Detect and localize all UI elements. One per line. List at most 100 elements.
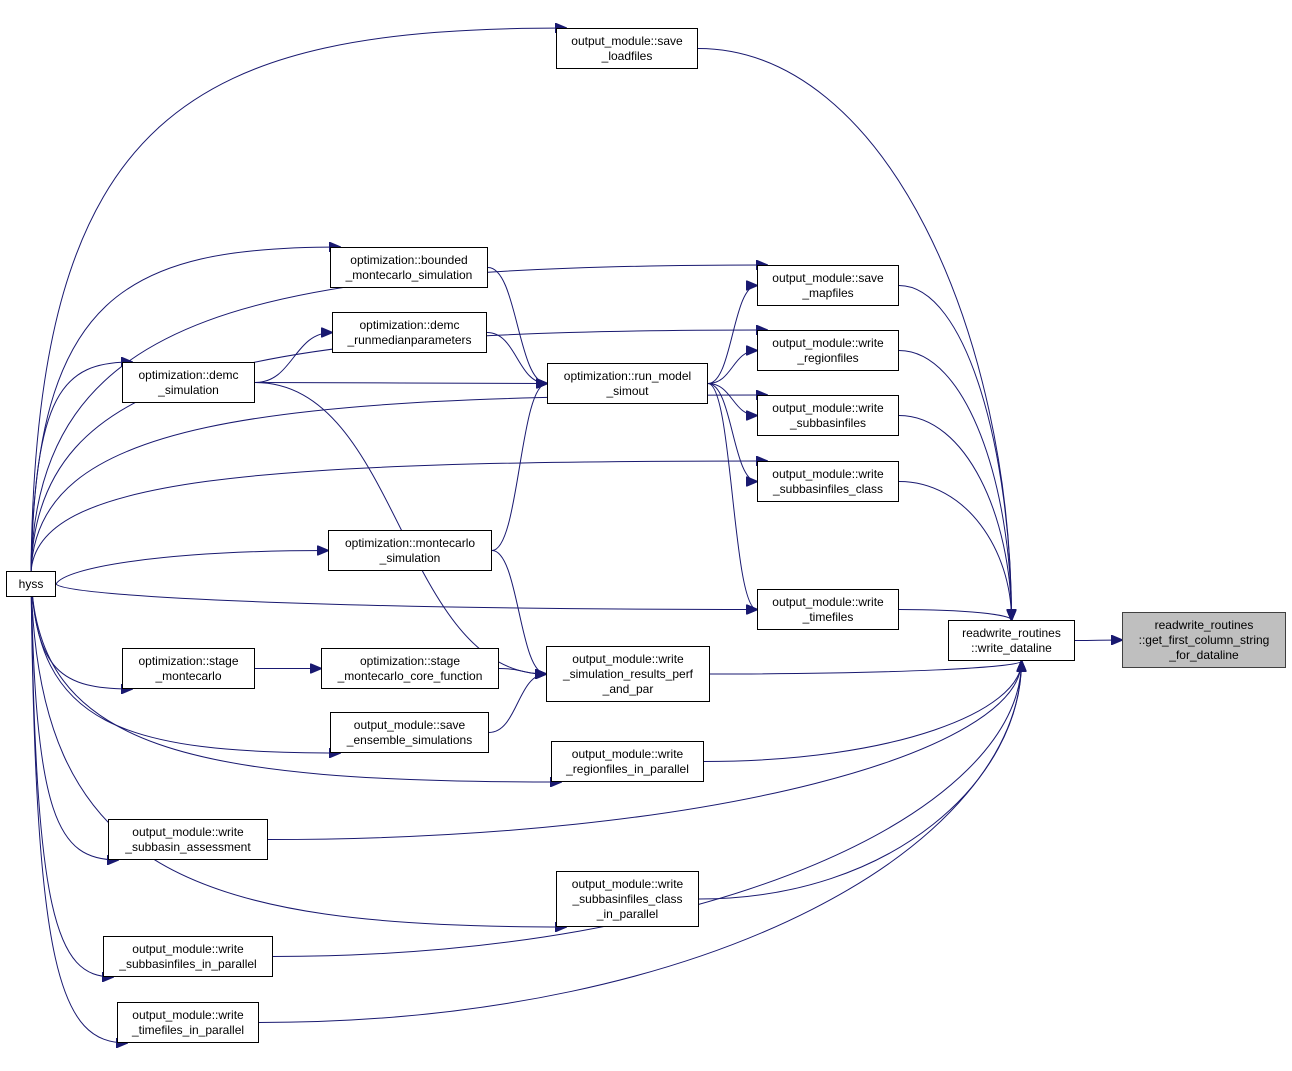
node-write-timefiles-in-parallel[interactable]: output_module::write _timefiles_in_paral… — [117, 1002, 259, 1043]
node-label-line: _montecarlo — [155, 668, 222, 683]
node-label-line: optimization::bounded — [350, 252, 468, 267]
edge-hyss-to-write_subbasinfiles_class_par — [30, 572, 566, 927]
edge-montecarlo_sim-to-run_model_simout — [491, 384, 547, 551]
edge-demc_simulation-to-demc_runmedian — [254, 333, 332, 383]
node-label-line: optimization::stage — [359, 653, 461, 668]
node-demc-runmedianparameters[interactable]: optimization::demc _runmedianparameters — [332, 312, 487, 353]
node-label-line: output_module::write — [772, 400, 884, 415]
node-label-line: ::get_first_column_string — [1138, 632, 1270, 647]
edge-write_subbasin_assessment-to-write_dataline — [267, 661, 1022, 840]
node-label-line: _simulation — [379, 550, 441, 565]
node-label-line: output_module::write — [571, 876, 684, 891]
edge-run_model_simout-to-write_timefiles — [707, 383, 757, 610]
node-label-line: _montecarlo_simulation — [345, 267, 473, 282]
node-write-regionfiles[interactable]: output_module::write _regionfiles — [757, 330, 899, 371]
node-label-line: _mapfiles — [802, 285, 854, 300]
node-label-line: optimization::stage — [138, 653, 239, 668]
node-label-line: _in_parallel — [596, 906, 659, 921]
edge-save_ensemble-to-write_sim_results — [488, 674, 546, 733]
node-run-model-simout[interactable]: optimization::run_model _simout — [547, 363, 708, 404]
edge-hyss-to-save_ensemble — [30, 572, 340, 753]
edge-hyss-to-write_timefiles — [55, 583, 757, 610]
edge-demc_runmedian-to-run_model_simout — [486, 332, 547, 384]
node-label-line: _timefiles_in_parallel — [131, 1022, 245, 1037]
node-write-regionfiles-in-parallel[interactable]: output_module::write _regionfiles_in_par… — [551, 741, 704, 782]
node-label-line: _ensemble_simulations — [346, 732, 473, 747]
node-montecarlo-simulation[interactable]: optimization::montecarlo _simulation — [328, 530, 492, 571]
node-label-line: output_module::write — [772, 335, 884, 350]
node-label-line: output_module::write — [132, 824, 244, 839]
node-write-subbasinfiles-class[interactable]: output_module::write _subbasinfiles_clas… — [757, 461, 899, 502]
edge-montecarlo_sim-to-write_sim_results — [491, 550, 546, 675]
edge-write_timefiles_par-to-write_dataline — [258, 661, 1022, 1023]
node-write-subbasin-assessment[interactable]: output_module::write _subbasin_assessmen… — [108, 819, 268, 860]
node-bounded-montecarlo-simulation[interactable]: optimization::bounded _montecarlo_simula… — [330, 247, 488, 288]
node-save-mapfiles[interactable]: output_module::save _mapfiles — [757, 265, 899, 306]
node-label-line: _simout — [606, 383, 649, 398]
node-label-line: _loadfiles — [601, 48, 653, 63]
edge-save_mapfiles-to-write_dataline — [898, 285, 1012, 621]
node-label-line: output_module::write — [571, 746, 684, 761]
edge-hyss-to-write_subbasinfiles_par — [30, 572, 113, 977]
node-save-ensemble-simulations[interactable]: output_module::save _ensemble_simulation… — [330, 712, 489, 753]
node-demc-simulation[interactable]: optimization::demc _simulation — [122, 362, 255, 403]
edge-write_regionfiles-to-write_dataline — [898, 350, 1012, 621]
node-write-timefiles[interactable]: output_module::write _timefiles — [757, 589, 899, 630]
node-label-line: output_module::save — [772, 270, 884, 285]
edge-write_subbasinfiles-to-write_dataline — [898, 415, 1012, 621]
node-label-line: output_module::write — [132, 941, 244, 956]
node-save-loadfiles[interactable]: output_module::save _loadfiles — [556, 28, 698, 69]
node-label-line: output_module::write — [572, 651, 684, 666]
node-stage-montecarlo[interactable]: optimization::stage _montecarlo — [122, 648, 255, 689]
node-label-line: optimization::demc — [138, 367, 239, 382]
node-label-line: _timefiles — [802, 609, 854, 624]
node-label-line: _regionfiles — [797, 350, 859, 365]
node-label-line: optimization::demc — [359, 317, 460, 332]
edge-write_timefiles-to-write_dataline — [898, 610, 1012, 621]
edge-hyss-to-demc_simulation — [30, 362, 132, 574]
edge-write_subbasinfiles_class-to-write_dataline — [898, 481, 1012, 621]
edge-hyss-to-write_subbasin_assessment — [30, 572, 118, 860]
node-label-line: hyss — [18, 576, 44, 591]
node-label-line: output_module::write — [772, 594, 884, 609]
edge-write_dataline-to-get_first_column — [1074, 640, 1122, 641]
node-write-dataline[interactable]: readwrite_routines ::write_dataline — [948, 620, 1075, 661]
node-write-simulation-results-perf-and-par[interactable]: output_module::write _simulation_results… — [546, 646, 710, 702]
edge-hyss-to-save_mapfiles — [30, 265, 767, 574]
edge-write_regionfiles_par-to-write_dataline — [703, 661, 1022, 762]
node-label-line: _runmedianparameters — [347, 332, 472, 347]
node-label-line: ::write_dataline — [971, 640, 1052, 655]
edge-demc_simulation-to-write_sim_results — [254, 382, 546, 675]
edge-hyss-to-save_loadfiles — [30, 28, 566, 574]
node-label-line: _regionfiles_in_parallel — [566, 761, 689, 776]
node-stage-montecarlo-core-function[interactable]: optimization::stage _montecarlo_core_fun… — [321, 648, 499, 689]
node-label-line: optimization::montecarlo — [344, 535, 476, 550]
edge-bounded_mc-to-run_model_simout — [487, 267, 547, 384]
node-write-subbasinfiles-class-in-parallel[interactable]: output_module::write _subbasinfiles_clas… — [556, 871, 699, 927]
node-label-line: readwrite_routines — [962, 625, 1061, 640]
edge-demc_simulation-to-run_model_simout — [254, 383, 547, 384]
edge-hyss-to-bounded_mc — [30, 247, 340, 574]
node-label-line: output_module::save — [571, 33, 683, 48]
node-label-line: _montecarlo_core_function — [337, 668, 483, 683]
node-write-subbasinfiles-in-parallel[interactable]: output_module::write _subbasinfiles_in_p… — [103, 936, 273, 977]
edge-hyss-to-write_subbasinfiles_class — [30, 461, 767, 574]
node-label-line: output_module::save — [353, 717, 466, 732]
node-label-line: _for_dataline — [1169, 647, 1239, 662]
node-label-line: _subbasinfiles_class — [572, 891, 683, 906]
edge-write_subbasinfiles_par-to-write_dataline — [272, 661, 1022, 957]
edge-hyss-to-write_timefiles_par — [30, 572, 127, 1043]
node-write-subbasinfiles[interactable]: output_module::write _subbasinfiles — [757, 395, 899, 436]
node-hyss[interactable]: hyss — [6, 571, 56, 597]
node-label-line: _subbasinfiles_class — [772, 481, 884, 496]
node-label-line: _subbasin_assessment — [125, 839, 251, 854]
node-label-line: _subbasinfiles_in_parallel — [119, 956, 257, 971]
node-label-line: _and_par — [602, 681, 654, 696]
edge-hyss-to-write_regionfiles_par — [30, 572, 561, 782]
edge-run_model_simout-to-write_subbasinfiles_class — [707, 383, 757, 482]
node-label-line: _simulation — [158, 382, 219, 397]
node-label-line: output_module::write — [132, 1007, 244, 1022]
node-label-line: readwrite_routines — [1154, 617, 1254, 632]
edge-hyss-to-montecarlo_sim — [55, 551, 328, 585]
